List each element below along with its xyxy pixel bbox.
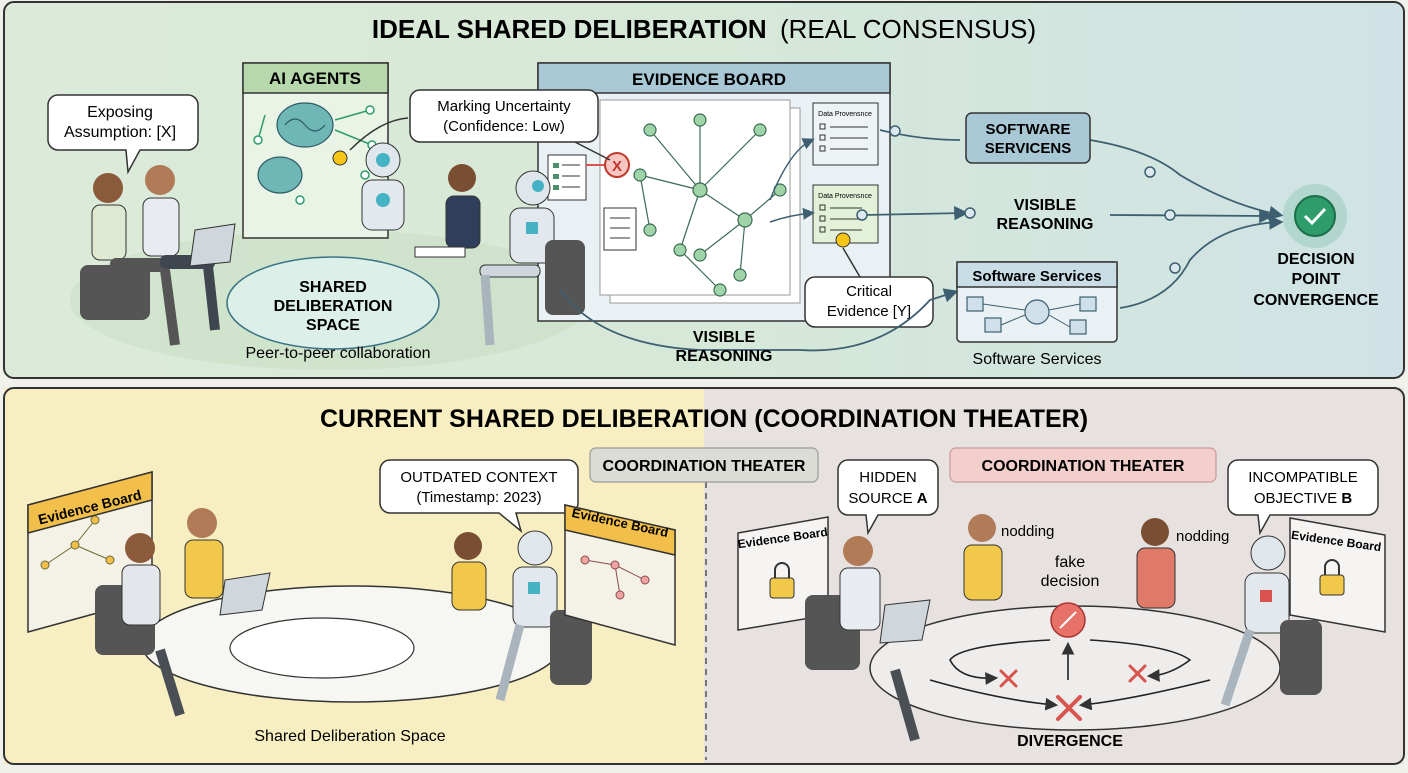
visible-reasoning-upper: VISIBLE <box>1014 197 1077 214</box>
software-servicens-box: SOFTWARE SERVICENS <box>965 112 1091 164</box>
visible-reasoning-upper-line2: REASONING <box>997 216 1094 233</box>
shared-space-caption: Shared Deliberation Space <box>254 728 445 745</box>
svg-text:(Confidence: Low): (Confidence: Low) <box>443 118 565 135</box>
document-icon <box>603 207 637 251</box>
laptop-icon <box>879 599 931 644</box>
bottom-title: CURRENT SHARED DELIBERATION (COORDINATIO… <box>320 405 1088 433</box>
evidence-board-label: EVIDENCE BOARD <box>632 70 786 89</box>
brain-icon <box>257 102 334 194</box>
svg-text:Assumption: [X]: Assumption: [X] <box>64 124 176 141</box>
person-icon <box>95 533 185 717</box>
svg-text:Data Provensnce: Data Provensnce <box>818 111 872 118</box>
bubble-outdated: OUTDATED CONTEXT (Timestamp: 2023) <box>379 459 579 534</box>
svg-text:Data Provensnce: Data Provensnce <box>818 193 872 200</box>
bottom-panel: CURRENT SHARED DELIBERATION (COORDINATIO… <box>3 387 1405 765</box>
gear-icon <box>966 296 1097 335</box>
check-icon <box>1294 195 1336 237</box>
coord-theater-pink: COORDINATION THEATER <box>949 447 1217 483</box>
fake-decision-marker <box>1050 602 1086 638</box>
svg-text:DELIBERATION: DELIBERATION <box>274 298 393 315</box>
person-icon <box>142 165 220 331</box>
svg-text:CONVERGENCE: CONVERGENCE <box>1253 292 1379 309</box>
divergence-label: DIVERGENCE <box>1017 733 1123 750</box>
person-icon <box>414 164 481 258</box>
svg-text:COORDINATION THEATER: COORDINATION THEATER <box>603 458 806 475</box>
svg-text:SHARED: SHARED <box>299 279 367 296</box>
nodding-label-2: nodding <box>1176 528 1229 545</box>
evidence-board-mid: Evidence Board <box>564 504 676 646</box>
svg-text:DECISION: DECISION <box>1277 251 1354 268</box>
svg-text:Software Services: Software Services <box>972 268 1101 285</box>
svg-text:Evidence [Y]: Evidence [Y] <box>827 303 911 320</box>
person-icon <box>451 532 487 611</box>
person-icon <box>184 508 271 616</box>
software-services-caption: Software Services <box>973 351 1102 368</box>
lock-icon <box>769 562 795 599</box>
person-icon <box>963 514 1003 601</box>
robot-icon <box>1220 535 1322 707</box>
svg-text:SOURCE A: SOURCE A <box>848 490 927 507</box>
svg-text:SPACE: SPACE <box>306 317 360 334</box>
svg-text:Critical: Critical <box>846 283 892 300</box>
cross-icon <box>1056 695 1082 721</box>
svg-text:POINT: POINT <box>1292 271 1341 288</box>
cross-icon: X <box>604 152 630 178</box>
lock-icon <box>1319 559 1345 596</box>
laptop-icon <box>219 572 271 616</box>
svg-text:X: X <box>612 158 622 175</box>
shared-space-ellipse: SHARED DELIBERATION SPACE <box>226 256 440 350</box>
flow-nodes <box>856 125 1181 274</box>
ai-agents-panel: AI AGENTS <box>242 62 389 239</box>
svg-text:SERVICENS: SERVICENS <box>985 140 1071 157</box>
svg-text:Marking Uncertainty: Marking Uncertainty <box>437 98 571 115</box>
document-icon <box>547 154 587 201</box>
ai-agents-label: AI AGENTS <box>269 69 361 88</box>
divergence-flows <box>929 639 1211 711</box>
robot-icon <box>361 142 405 231</box>
bubble-incompatible: INCOMPATIBLE OBJECTIVE B <box>1227 459 1379 536</box>
svg-text:(Timestamp: 2023): (Timestamp: 2023) <box>416 489 541 506</box>
evidence-network <box>633 113 787 297</box>
svg-text:INCOMPATIBLE: INCOMPATIBLE <box>1248 469 1357 486</box>
software-services-panel: Software Services <box>956 261 1118 343</box>
person-icon <box>80 173 180 346</box>
peer-caption: Peer-to-peer collaboration <box>246 345 431 362</box>
top-panel: IDEAL SHARED DELIBERATION (REAL CONSENSU… <box>3 1 1405 379</box>
svg-text:Exposing: Exposing <box>87 104 153 121</box>
bubble-uncertainty: Marking Uncertainty (Confidence: Low) <box>332 89 611 166</box>
laptop-icon <box>189 223 236 267</box>
cross-icon <box>999 669 1018 688</box>
evidence-board: EVIDENCE BOARD <box>537 62 891 322</box>
svg-text:OUTDATED CONTEXT: OUTDATED CONTEXT <box>400 469 557 486</box>
data-provenance-card-1: Data Provensnce <box>812 102 879 166</box>
robot-icon <box>479 170 585 346</box>
bubble-assumption: Exposing Assumption: [X] <box>47 94 199 175</box>
fake-decision-label-line2: decision <box>1041 573 1100 590</box>
bubble-hidden-source: HIDDEN SOURCE A <box>837 459 939 536</box>
svg-text:COORDINATION THEATER: COORDINATION THEATER <box>982 458 1185 475</box>
decision-point: DECISION POINT CONVERGENCE <box>1253 184 1379 309</box>
person-icon <box>805 536 931 742</box>
robot-icon <box>495 530 592 702</box>
svg-text:HIDDEN: HIDDEN <box>859 469 917 486</box>
visible-reasoning-lower-line2: REASONING <box>676 348 773 365</box>
evidence-board-locked-right: Evidence Board <box>1289 517 1386 633</box>
fake-decision-label: fake <box>1055 554 1085 571</box>
cross-icon <box>1128 664 1147 683</box>
svg-text:SOFTWARE: SOFTWARE <box>986 121 1071 138</box>
svg-text:OBJECTIVE B: OBJECTIVE B <box>1254 490 1353 507</box>
visible-reasoning-lower: VISIBLE <box>693 329 756 346</box>
bubble-critical: Critical Evidence [Y] <box>804 232 934 328</box>
nodding-label-1: nodding <box>1001 523 1054 540</box>
round-table <box>141 585 563 703</box>
reasoning-flows <box>559 129 1284 352</box>
coord-theater-grey: COORDINATION THEATER <box>589 447 819 483</box>
person-icon <box>1136 518 1176 609</box>
top-title: IDEAL SHARED DELIBERATION (REAL CONSENSU… <box>372 14 1036 44</box>
